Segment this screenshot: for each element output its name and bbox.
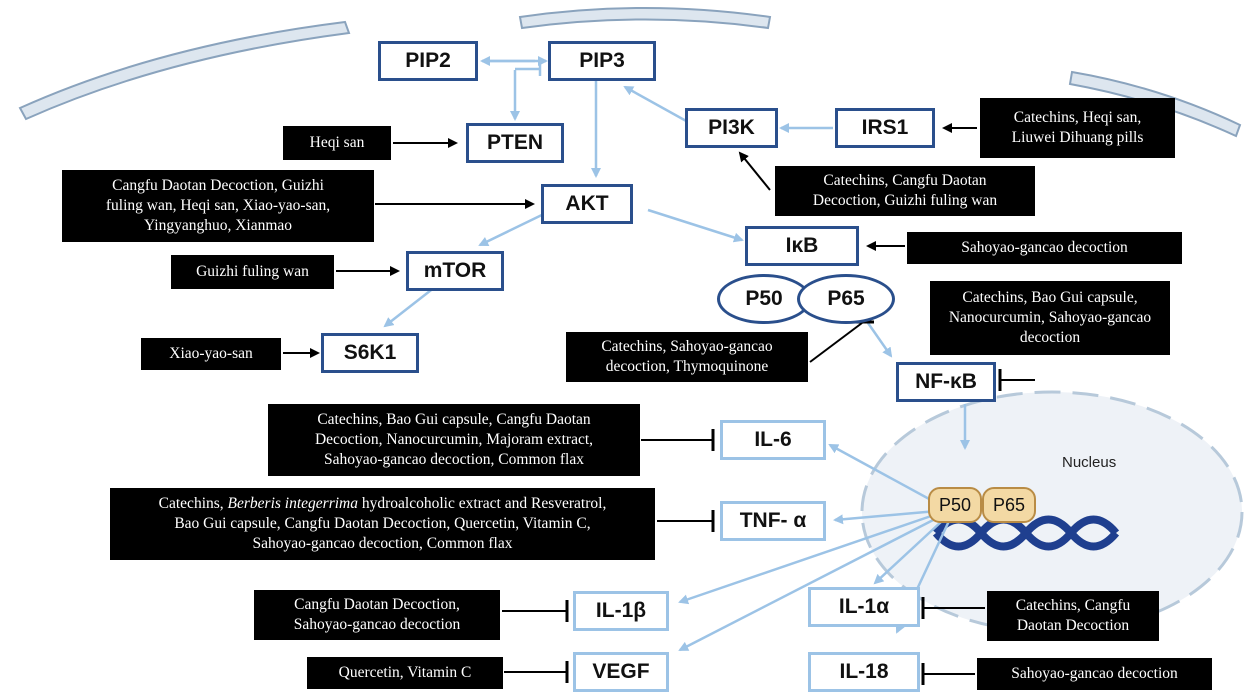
compound-activation-arrows <box>283 123 977 358</box>
compound-italic-name: Berberis integerrima <box>227 495 358 512</box>
arrow-to-il1b <box>678 512 938 605</box>
compound-line: Sahoyao-gancao decoction, Common flax <box>324 451 584 468</box>
compound-box-irs1: Catechins, Heqi san, Liuwei Dihuang pill… <box>980 98 1175 158</box>
compound-line: Catechins, Heqi san, <box>1013 109 1142 126</box>
inhibition-lines <box>502 320 1035 685</box>
arrow-to-il1a <box>873 520 943 585</box>
compound-line: Yingyanghuo, Xianmao <box>143 217 293 234</box>
compound-box-il1a: Catechins, Cangfu Daotan Decoction <box>987 591 1159 641</box>
arrow-p65-to-nfkb <box>866 322 893 358</box>
compound-box-ikb: Sahoyao-gancao decoction <box>907 232 1182 264</box>
compound-line: Decoction, Guizhi fuling wan <box>812 192 998 209</box>
compound-line: Cangfu Daotan Decoction, Guizhi <box>112 177 324 194</box>
compound-line: Sahoyao-gancao decoction <box>293 616 461 633</box>
compound-line: decoction <box>1019 329 1081 346</box>
activation-arrows <box>383 56 970 652</box>
dna-strand-b <box>932 515 1120 551</box>
compound-box-tnfa: Catechins, Berberis integerrima hydroalc… <box>110 488 655 560</box>
nucleus-p65: P65 <box>982 487 1036 523</box>
compound-line: fuling wan, Heqi san, Xiao-yao-san, <box>105 197 331 214</box>
compound-line: Heqi san <box>309 134 365 151</box>
compound-line: Quercetin, Vitamin C <box>338 664 472 681</box>
node-pip3: PIP3 <box>548 41 656 81</box>
compound-box-heqi-pten: Heqi san <box>283 126 391 160</box>
compound-line: Decoction, Nanocurcumin, Majoram extract… <box>314 431 594 448</box>
compound-box-il18: Sahoyao-gancao decoction <box>977 658 1212 690</box>
node-vegf: VEGF <box>573 652 669 692</box>
node-il1a: IL-1α <box>808 587 920 627</box>
node-irs1: IRS1 <box>835 108 935 148</box>
compound-text: Catechins, <box>158 495 228 512</box>
node-p50: P50 <box>717 274 811 324</box>
compound-line: Sahoyao-gancao decoction <box>961 239 1128 256</box>
compound-line: Sahoyao-gancao decoction, Common flax <box>252 535 513 552</box>
arrow-to-vegf <box>678 515 940 652</box>
node-il18: IL-18 <box>808 652 920 692</box>
node-nfkb: NF-κB <box>896 362 996 402</box>
arrow-to-il6 <box>828 443 943 508</box>
node-tnfa: TNF- α <box>720 501 826 541</box>
compound-line: Liuwei Dihuang pills <box>1011 129 1144 146</box>
compound-line: Guizhi fuling wan <box>196 263 309 280</box>
node-s6k1: S6K1 <box>321 333 419 373</box>
compound-text: hydroalcoholic extract and Resveratrol, <box>357 495 607 512</box>
nucleus-p50: P50 <box>928 487 982 523</box>
compound-box-akt: Cangfu Daotan Decoction, Guizhi fuling w… <box>62 170 374 242</box>
nucleus-label: Nucleus <box>1062 454 1117 471</box>
node-mtor: mTOR <box>406 251 504 291</box>
compound-line: decoction, Thymoquinone <box>605 358 769 375</box>
arrow-akt-to-mtor <box>478 210 549 247</box>
node-akt: AKT <box>541 184 633 224</box>
compound-line: Catechins, Cangfu <box>1015 597 1131 614</box>
compound-box-vegf: Quercetin, Vitamin C <box>307 657 503 689</box>
compound-line: Daotan Decoction <box>1016 617 1130 634</box>
node-pten: PTEN <box>466 123 564 163</box>
arrow-mtor-to-s6k1 <box>383 286 436 328</box>
compound-box-il6: Catechins, Bao Gui capsule, Cangfu Daota… <box>268 404 640 476</box>
compound-line: Catechins, Bao Gui capsule, Cangfu Daota… <box>317 411 591 428</box>
node-il1b: IL-1β <box>573 591 669 631</box>
compound-line: Nanocurcumin, Sahoyao-gancao <box>948 309 1152 326</box>
node-pi3k: PI3K <box>685 108 778 148</box>
node-p65: P65 <box>797 274 895 324</box>
inhibit-p65-line <box>809 322 863 363</box>
compound-box-mtor: Guizhi fuling wan <box>171 255 334 289</box>
compound-box-p65: Catechins, Sahoyao-gancao decoction, Thy… <box>566 332 808 382</box>
node-pip2: PIP2 <box>378 41 478 81</box>
compound-line: Xiao-yao-san <box>169 345 253 362</box>
arrow-akt-to-ikb <box>647 208 744 243</box>
arrow-to-tnfa <box>833 509 938 525</box>
compound-box-pi3k: Catechins, Cangfu Daotan Decoction, Guiz… <box>775 166 1035 216</box>
arrow-compounds-to-pi3k <box>738 151 771 191</box>
compound-box-il1b: Cangfu Daotan Decoction, Sahoyao-gancao … <box>254 590 500 640</box>
compound-line: Catechins, Bao Gui capsule, <box>962 289 1138 306</box>
compound-line: Catechins, Berberis integerrima hydroalc… <box>159 494 607 514</box>
compound-line: Cangfu Daotan Decoction, <box>294 596 460 613</box>
compound-line: Catechins, Sahoyao-gancao <box>601 338 773 355</box>
node-ikb: IκB <box>745 226 859 266</box>
membrane-segment-left <box>18 20 351 121</box>
membrane-segment-top <box>518 7 772 30</box>
compound-box-s6k1: Xiao-yao-san <box>141 338 281 370</box>
compound-box-nfkb: Catechins, Bao Gui capsule, Nanocurcumin… <box>930 281 1170 355</box>
compound-line: Bao Gui capsule, Cangfu Daotan Decoction… <box>174 515 591 532</box>
node-il6: IL-6 <box>720 420 826 460</box>
compound-line: Catechins, Cangfu Daotan <box>823 172 987 189</box>
compound-line: Sahoyao-gancao decoction <box>1011 665 1178 682</box>
